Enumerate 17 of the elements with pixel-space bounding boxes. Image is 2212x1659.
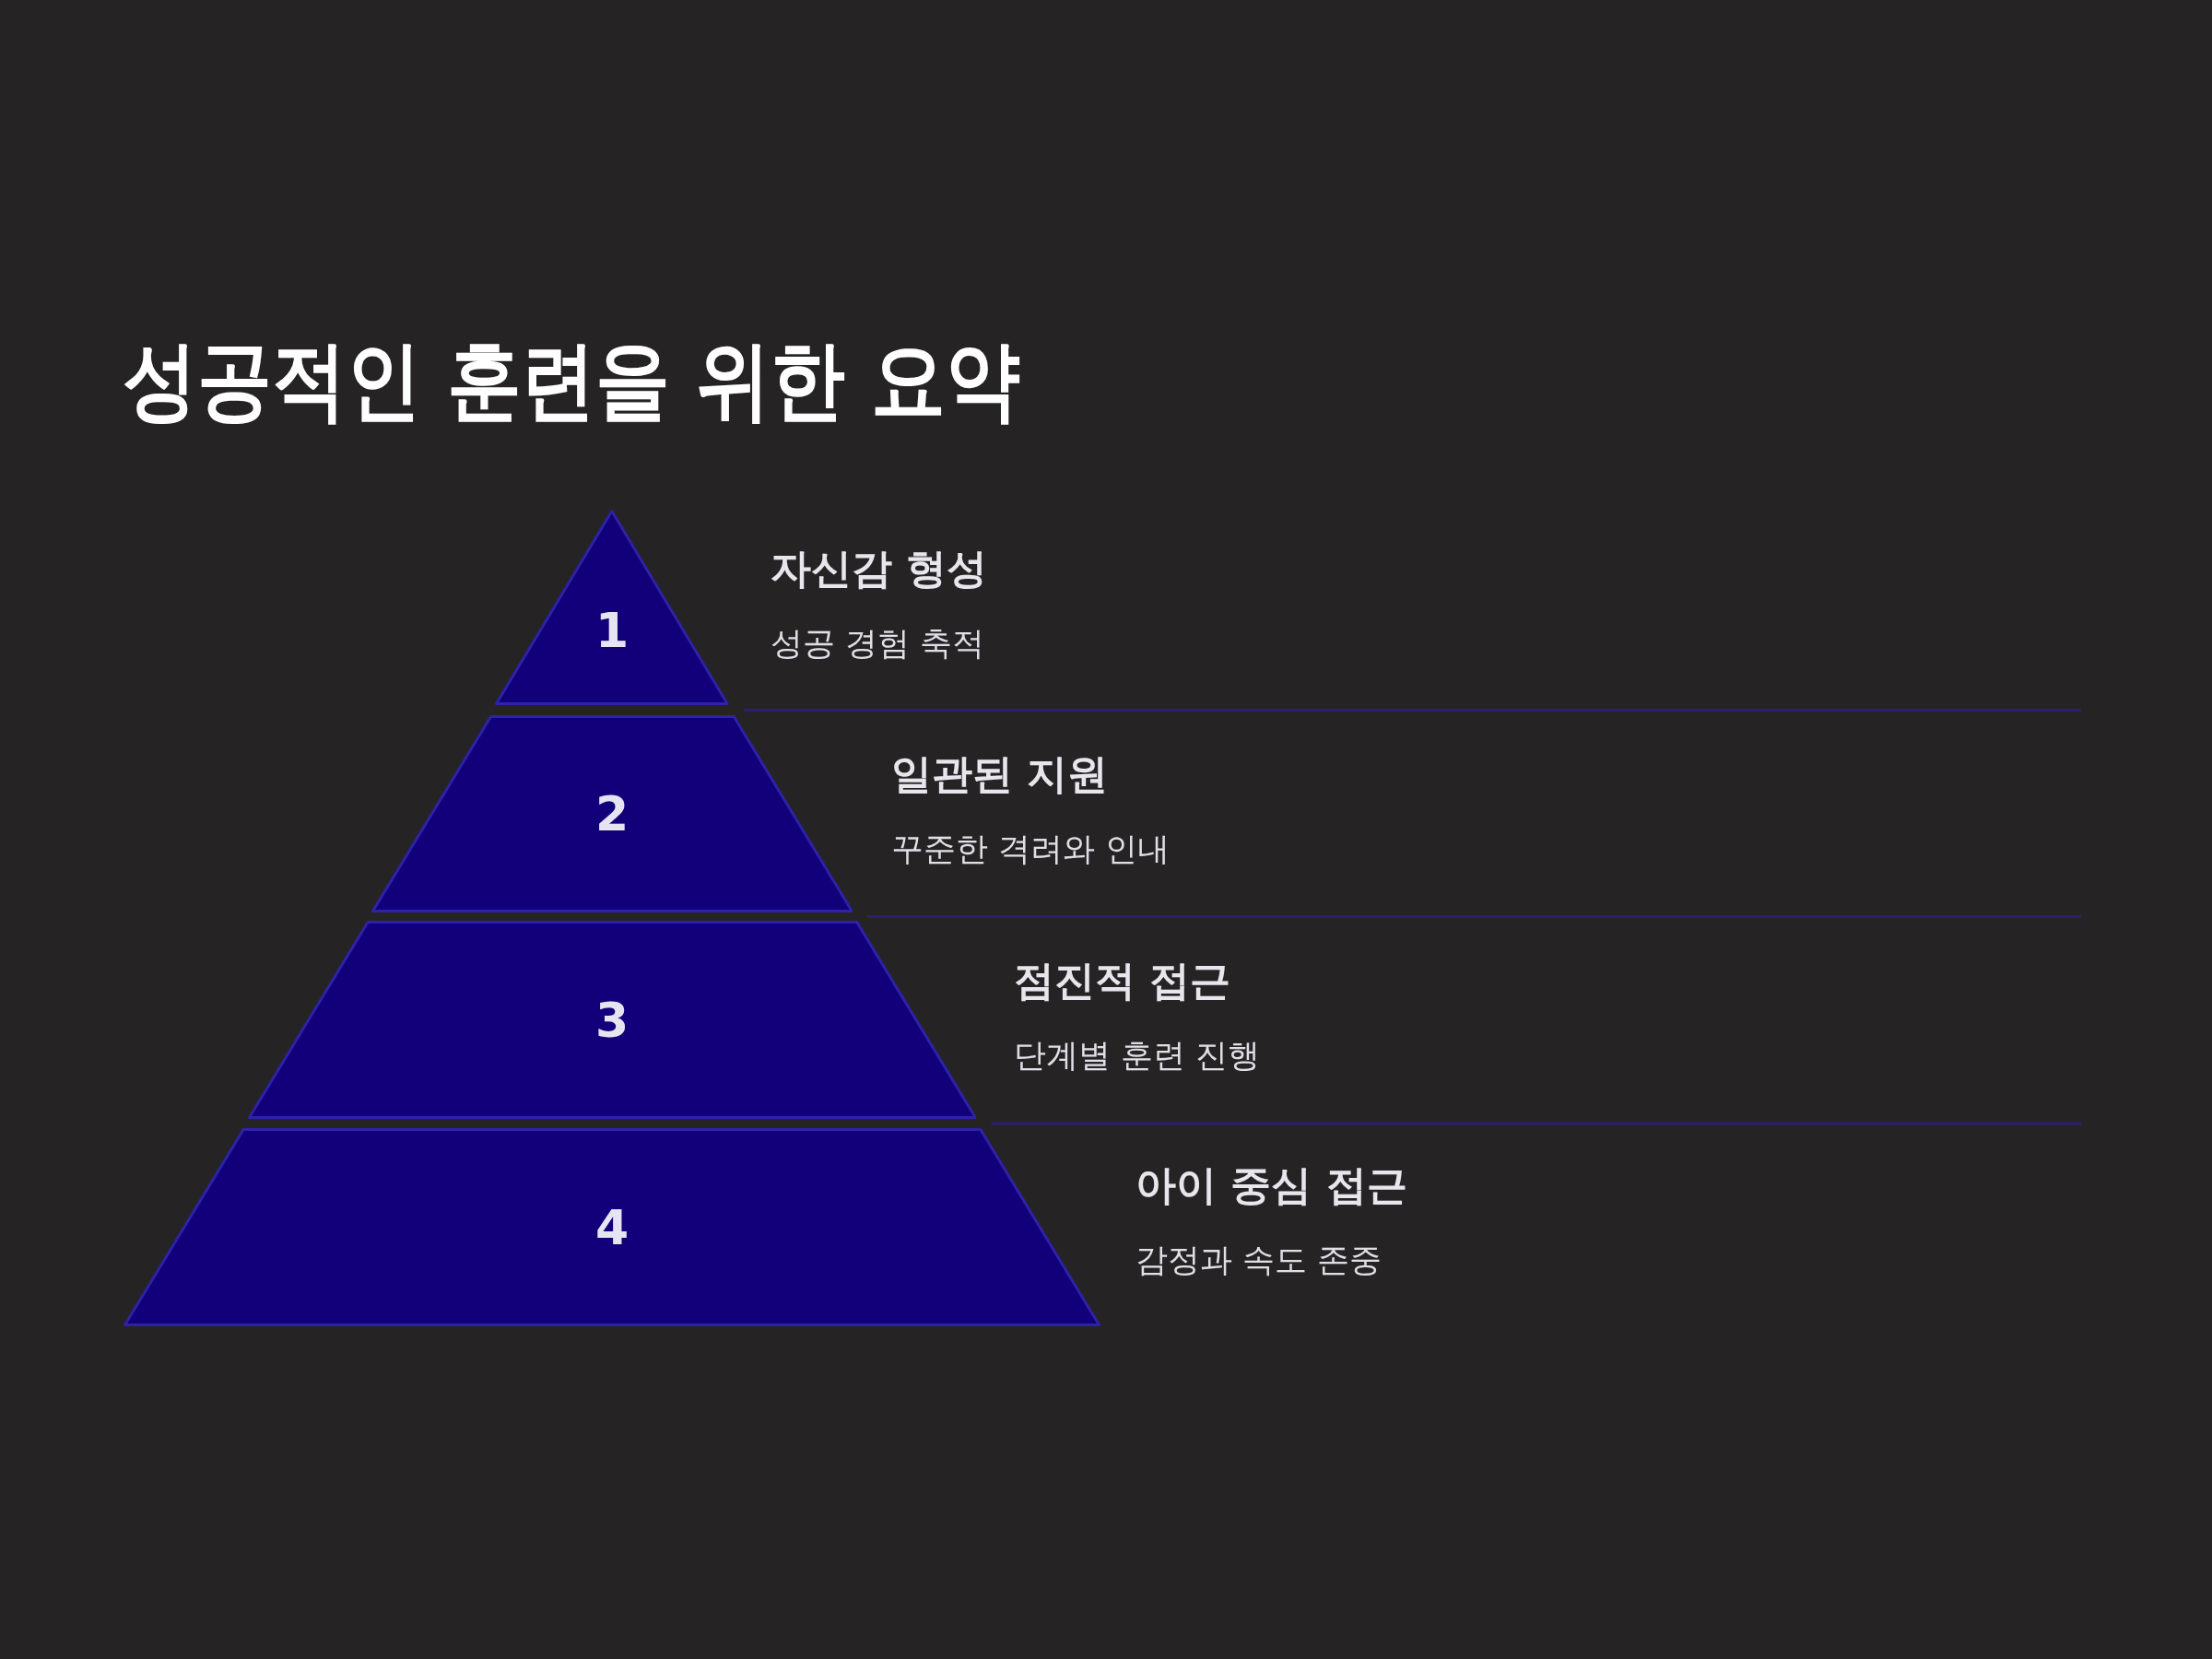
level-heading: 자신감 형성 bbox=[771, 544, 989, 594]
level-description: 꾸준한 격려와 인내 bbox=[891, 830, 1171, 869]
level-description: 단계별 훈련 진행 bbox=[1014, 1036, 1262, 1076]
pyramid-level-trapezoid bbox=[124, 1128, 1100, 1326]
level-number: 4 bbox=[594, 1199, 629, 1255]
level-number: 3 bbox=[594, 992, 629, 1048]
pyramid-level-trapezoid bbox=[247, 921, 977, 1119]
level-heading: 점진적 접근 bbox=[1014, 956, 1232, 1006]
level-number: 2 bbox=[594, 786, 629, 841]
level-description: 성공 경험 축적 bbox=[771, 624, 986, 664]
level-heading: 일관된 지원 bbox=[891, 749, 1110, 799]
pyramid-top-triangle bbox=[495, 510, 729, 705]
level-heading: 아이 중심 접근 bbox=[1135, 1160, 1408, 1210]
level-number: 1 bbox=[594, 603, 629, 659]
level-description: 감정과 속도 존중 bbox=[1135, 1241, 1383, 1280]
diagram-title: 성공적인 훈련을 위한 요약 bbox=[123, 329, 1021, 432]
pyramid-level-trapezoid bbox=[371, 715, 853, 912]
